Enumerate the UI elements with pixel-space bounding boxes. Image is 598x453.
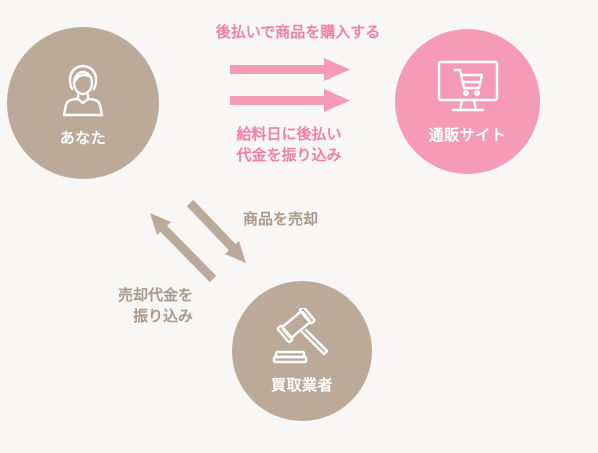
auction-gavel-icon — [272, 307, 329, 363]
caption-payday-line1: 給料日に後払い — [236, 125, 342, 143]
caption-purchase: 後払いで商品を購入する — [215, 23, 381, 41]
caption-payday: 給料日に後払い 代金を振り込み — [196, 124, 382, 166]
caption-payday-line2: 代金を振り込み — [236, 146, 342, 164]
node-buyer: 買取業者 — [232, 281, 372, 421]
node-buyer-label: 買取業者 — [270, 375, 333, 394]
node-shop: 通販サイト — [395, 29, 540, 174]
arrow-you-to-buyer — [186, 199, 246, 263]
arrow-buyer-to-you — [150, 213, 217, 283]
caption-sell: 商品を売却 — [243, 210, 319, 228]
caption-transfer-line1: 売却代金を — [117, 286, 193, 304]
node-shop-label: 通販サイト — [428, 126, 507, 144]
caption-transfer: 売却代金を 振り込み — [85, 285, 193, 327]
arrow-to-shop-bottom — [230, 89, 350, 112]
person-icon — [62, 64, 104, 116]
shopping-cart-monitor-icon — [437, 60, 498, 112]
node-you: あなた — [7, 27, 159, 179]
arrow-to-shop-top — [230, 58, 350, 81]
node-you-label: あなた — [59, 128, 107, 147]
caption-transfer-line2: 振り込み — [132, 307, 193, 325]
